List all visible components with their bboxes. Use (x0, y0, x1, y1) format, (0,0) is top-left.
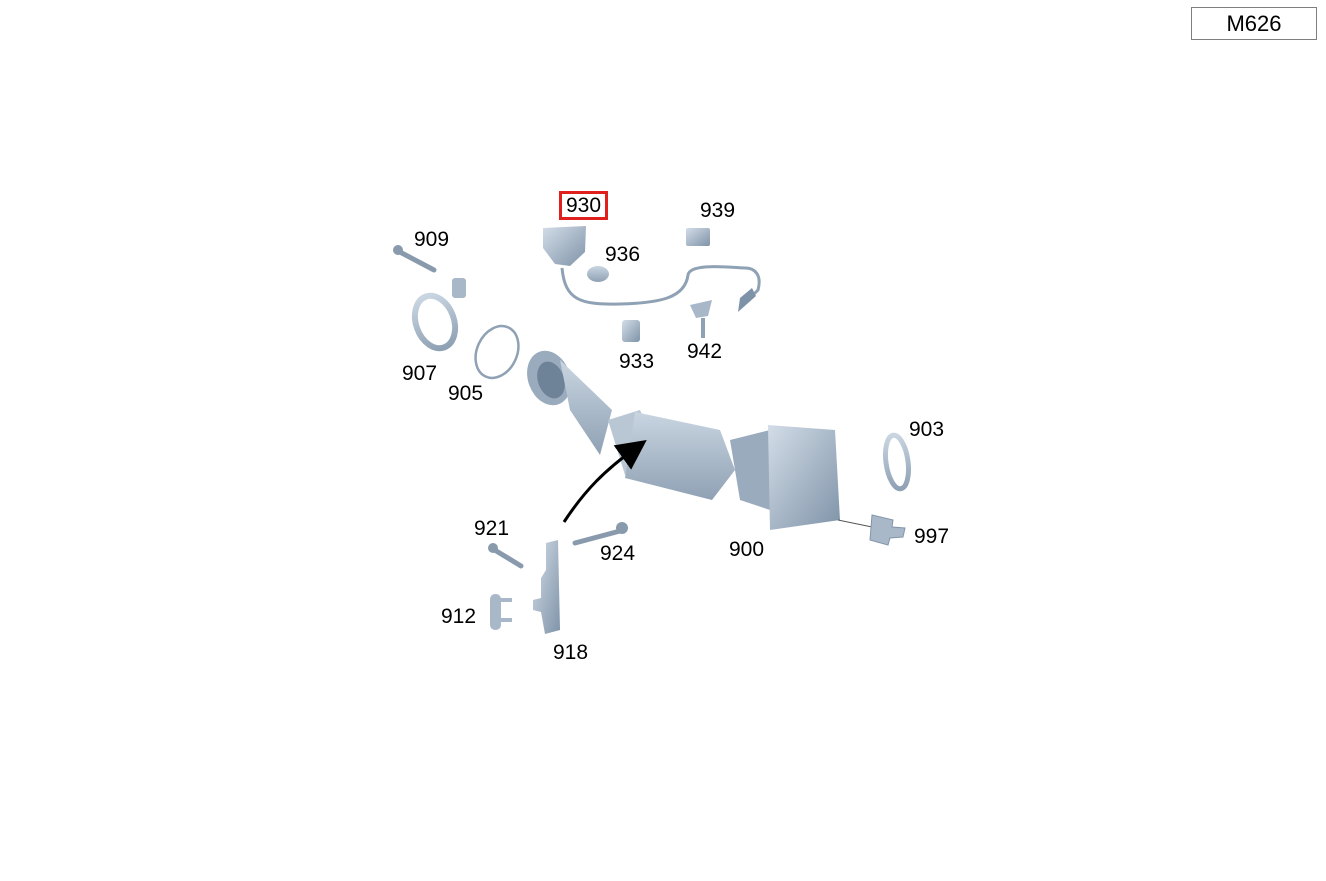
callout-936[interactable]: 936 (605, 243, 641, 266)
callout-905[interactable]: 905 (448, 382, 484, 405)
callout-909[interactable]: 909 (414, 228, 450, 251)
callout-942[interactable]: 942 (687, 340, 723, 363)
part-921-bolt[interactable] (488, 543, 524, 569)
part-912-pin[interactable] (490, 594, 512, 630)
assembly-arrow (562, 439, 647, 523)
part-900-catalytic-converter[interactable] (520, 345, 840, 530)
callout-912[interactable]: 912 (441, 605, 477, 628)
callout-997[interactable]: 997 (914, 525, 950, 548)
part-924-bolt[interactable] (572, 522, 628, 546)
part-909-bolt[interactable] (393, 245, 437, 273)
part-942-clip[interactable] (690, 300, 712, 338)
part-930-sensor[interactable] (543, 226, 761, 312)
callout-907[interactable]: 907 (402, 362, 438, 385)
part-905-seal-ring[interactable] (467, 319, 526, 385)
part-903-clamp[interactable] (882, 432, 912, 492)
model-code-badge: M626 (1191, 7, 1317, 40)
callout-939[interactable]: 939 (700, 199, 736, 222)
part-939-connector[interactable] (686, 228, 710, 246)
callout-930[interactable]: 930 (559, 191, 609, 220)
callout-933[interactable]: 933 (619, 350, 655, 373)
callout-900[interactable]: 900 (729, 538, 765, 561)
callout-924[interactable]: 924 (600, 542, 636, 565)
callout-921[interactable]: 921 (474, 517, 510, 540)
callout-918[interactable]: 918 (553, 641, 589, 664)
part-907-clamp[interactable] (408, 278, 466, 354)
part-997-plug[interactable] (837, 514, 906, 546)
part-918-bracket[interactable] (533, 540, 560, 634)
part-933-clip[interactable] (622, 320, 640, 342)
part-936-grommet[interactable] (587, 266, 609, 282)
callout-903[interactable]: 903 (909, 418, 945, 441)
